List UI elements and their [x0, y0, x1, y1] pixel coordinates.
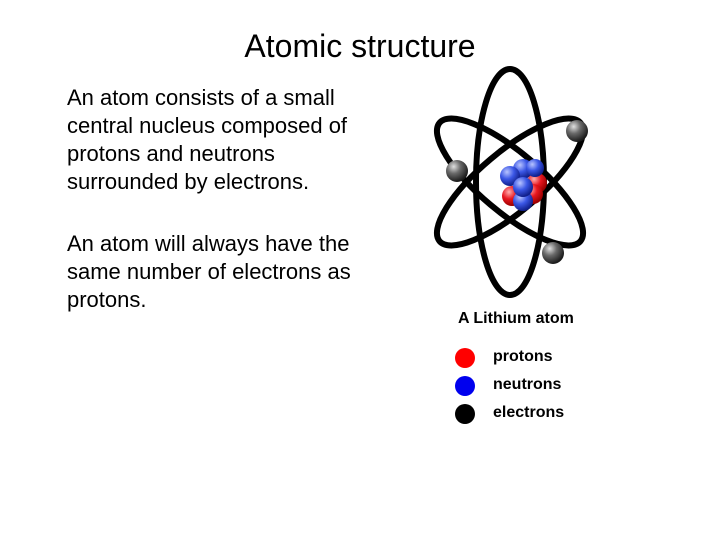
electron-ball: [446, 160, 468, 182]
orbit-tilted-right: [433, 115, 587, 249]
neutron-swatch: [455, 376, 475, 396]
neutron-ball: [513, 191, 533, 211]
electron-swatch: [455, 404, 475, 424]
paragraph-atom-composition: An atom consists of a small central nucl…: [67, 85, 348, 194]
legend-item-neutrons: neutrons: [455, 373, 655, 401]
proton-swatch: [455, 348, 475, 368]
neutron-ball: [513, 177, 533, 197]
legend-label: neutrons: [493, 376, 562, 393]
electron-ball: [542, 242, 564, 264]
legend-item-protons: protons: [455, 345, 655, 373]
slide-title: Atomic structure: [244, 28, 476, 64]
nucleus: [500, 159, 547, 211]
legend-label: protons: [493, 348, 553, 365]
legend-label: electrons: [493, 404, 565, 421]
neutron-ball: [526, 159, 544, 177]
paragraph-electron-count: An atom will always have the same number…: [67, 231, 351, 312]
lithium-atom-diagram: [433, 66, 588, 298]
electron-ball: [566, 120, 588, 142]
figure-caption: A Lithium atom: [458, 310, 574, 327]
legend-item-electrons: electrons: [455, 401, 655, 429]
legend: protons neutrons electrons: [455, 345, 655, 429]
